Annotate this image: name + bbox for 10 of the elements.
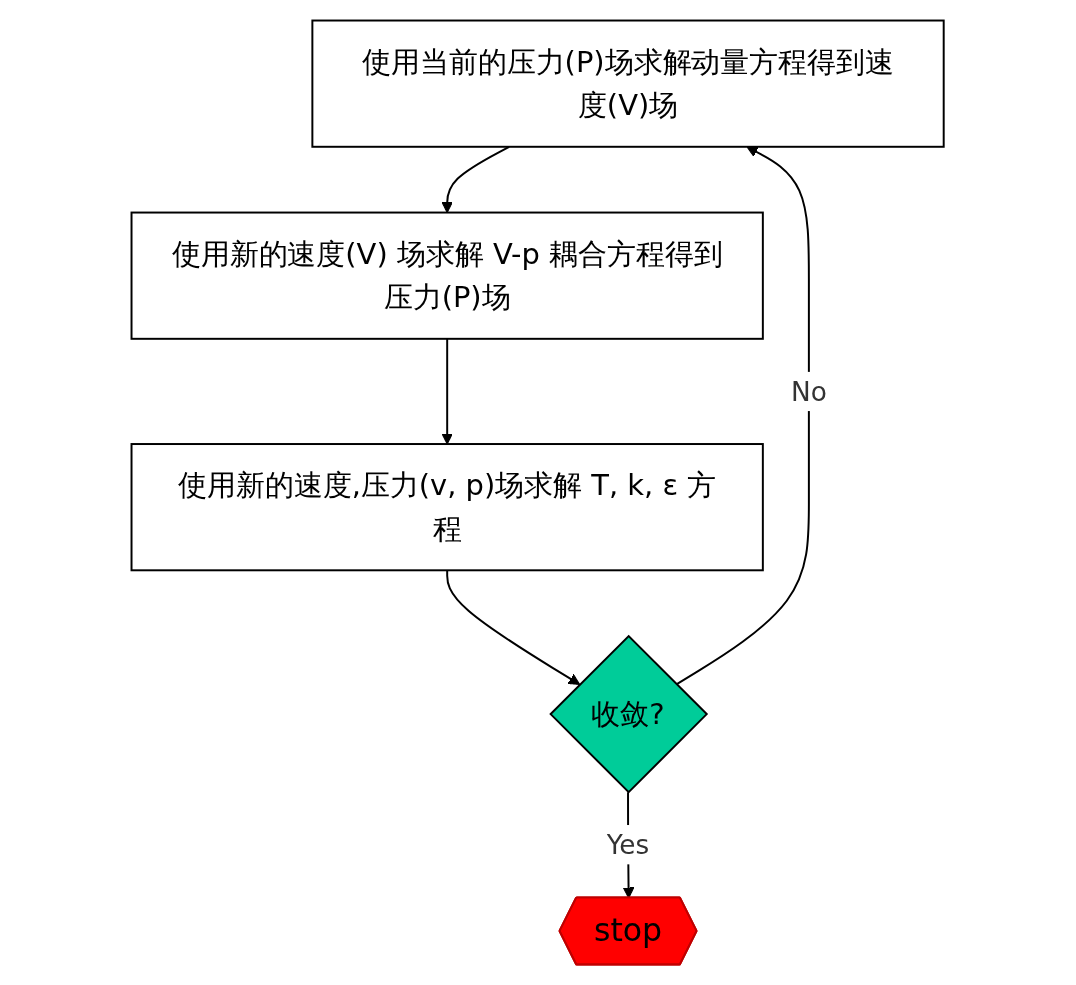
arrow xyxy=(441,145,511,214)
edge-label: No xyxy=(791,375,828,408)
arrow xyxy=(446,569,581,685)
node-box: 使用当前的压力(P)场求解动量方程得到速度(V)场 xyxy=(311,19,946,148)
node-box: 使用新的速度(V) 场求解 V-p 耦合方程得到压力(P)场 xyxy=(130,211,765,340)
arrow xyxy=(675,146,811,686)
node-diamond: 收敛? xyxy=(549,634,709,794)
node-box: 使用新的速度,压力(v, p)场求解 T, k, ε 方程 xyxy=(130,443,765,572)
edge-label: Yes xyxy=(607,828,650,861)
arrow xyxy=(441,337,454,445)
